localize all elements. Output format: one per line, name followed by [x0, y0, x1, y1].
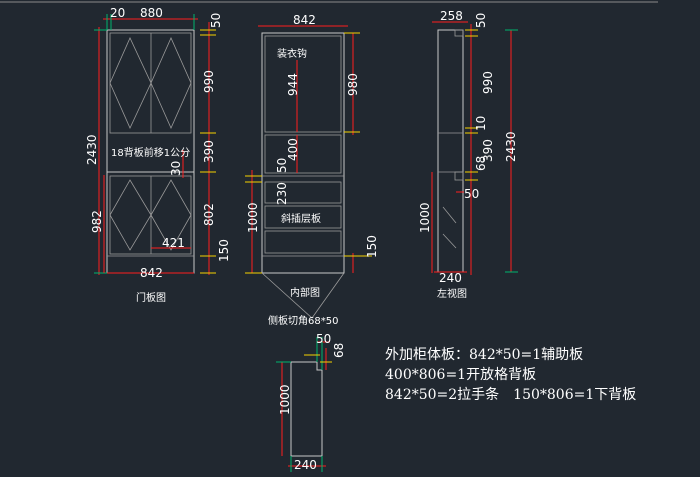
dim-bottom-width: 240 — [439, 271, 462, 285]
drawer-3 — [264, 230, 342, 254]
dim-base: 150 — [217, 239, 231, 262]
shelf-label: 斜插层板 — [281, 212, 321, 225]
dim-notch-width: 50 — [464, 187, 479, 201]
bevel-leader — [261, 272, 345, 319]
lower-left-diamond — [109, 179, 152, 251]
dim-lower-door: 802 — [202, 203, 216, 226]
panel-notes: 外加柜体板：842*50=1辅助板 400*806=1开放格背板 842*50=… — [385, 347, 636, 403]
note-line-3: 842*50=2拉手条 150*806=1下背板 — [385, 386, 636, 403]
dim-top-width: 258 — [440, 9, 463, 23]
door-view: 20 880 2430 982 50 990 390 802 150 30 42… — [85, 6, 231, 304]
dim-detail-height: 1000 — [278, 384, 292, 415]
dim-detail-top-width: 50 — [316, 332, 331, 346]
mid-notch — [454, 171, 464, 181]
wardrobe-section — [264, 35, 342, 133]
dim-total-height: 2430 — [85, 134, 99, 165]
drawer-2 — [264, 205, 342, 229]
upper-right-diamond — [150, 37, 192, 129]
dim-lower: 1000 — [418, 202, 432, 233]
side-outline — [437, 29, 464, 273]
dim-mid: 400 — [286, 138, 300, 161]
handle-slant — [442, 206, 457, 224]
dim-mid: 390 — [481, 139, 495, 162]
back-panel-note: 18背板前移1公分 — [111, 146, 190, 159]
dim-upper-right: 980 — [346, 73, 360, 96]
wardrobe-label: 装衣钩 — [277, 47, 307, 60]
upper-left-diamond — [109, 37, 152, 129]
bevel-note: 侧板切角68*50 — [268, 314, 338, 327]
dim-total: 2430 — [504, 131, 518, 162]
dim-upper: 990 — [481, 71, 495, 94]
open-shelf-section — [264, 134, 342, 174]
dim-lower: 1000 — [246, 202, 260, 233]
lower-right-diamond — [150, 179, 192, 251]
side-view: 258 50 990 10 390 68 2430 50 1000 240 左视… — [418, 9, 518, 300]
drawer-1 — [264, 181, 342, 204]
interior-outline — [261, 32, 345, 274]
dim-detail-top-height: 68 — [332, 343, 346, 358]
dim-left-gap: 20 — [110, 6, 125, 20]
interior-view-caption: 内部图 — [290, 286, 320, 299]
detail-view: 50 68 1000 240 — [276, 332, 346, 472]
upper-door-panel — [109, 32, 192, 134]
dim-upper-door: 990 — [202, 70, 216, 93]
side-view-caption: 左视图 — [437, 287, 467, 300]
dim-half-width: 421 — [162, 236, 185, 250]
dim-top-gap: 50 — [474, 13, 488, 28]
interior-view: 842 944 400 980 50 230 1000 150 装衣钩 斜插层板… — [245, 13, 379, 327]
dim-base: 150 — [365, 235, 379, 258]
dim-bottom-width: 842 — [140, 266, 163, 280]
dim-drawer: 230 — [275, 182, 289, 205]
dim-width: 842 — [293, 13, 316, 27]
dim-detail-bottom-width: 240 — [294, 458, 317, 472]
note-line-2: 400*806=1开放格背板 — [385, 367, 536, 383]
dim-top-gap: 50 — [209, 13, 223, 28]
top-notch — [454, 29, 464, 37]
dim-lower-left-height: 982 — [90, 210, 104, 233]
handle-slant — [442, 233, 457, 249]
dim-gap-10: 10 — [474, 116, 488, 131]
dim-upper: 944 — [286, 73, 300, 96]
dim-middle: 390 — [202, 140, 216, 163]
dim-notch-height: 68 — [474, 156, 488, 171]
door-view-caption: 门板图 — [136, 291, 166, 304]
side-panel-detail — [290, 361, 323, 457]
note-line-1: 外加柜体板：842*50=1辅助板 — [385, 347, 583, 363]
dim-gap-30: 30 — [169, 161, 183, 176]
dim-width: 880 — [140, 6, 163, 20]
dim-drawer-gap: 50 — [275, 158, 289, 173]
